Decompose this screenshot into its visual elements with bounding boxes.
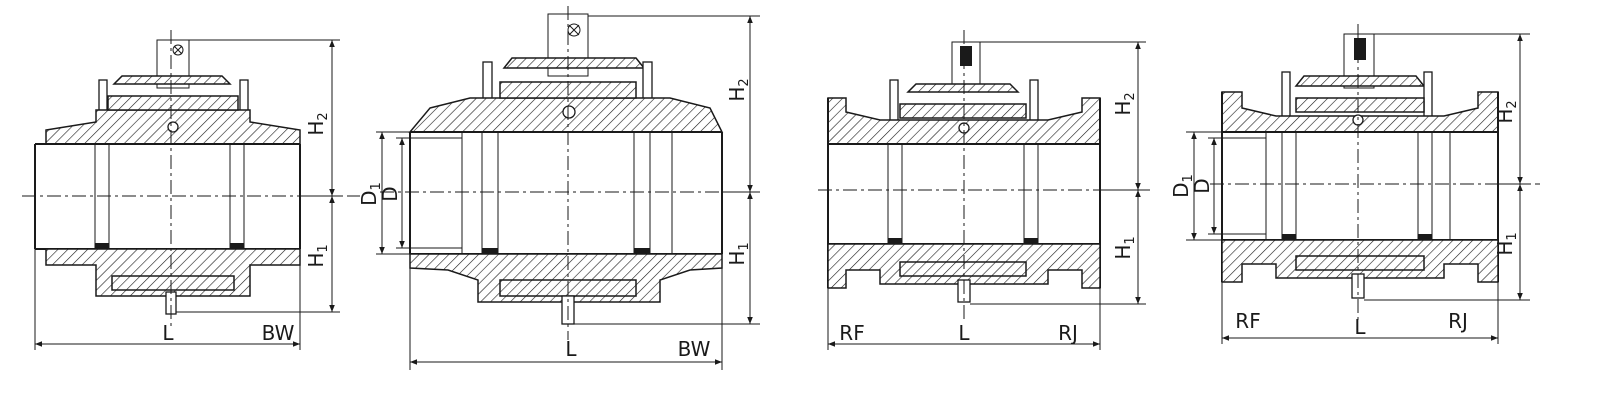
dim-l-label: L <box>958 321 970 345</box>
end-type-rj-label: RJ <box>1058 321 1078 345</box>
seat-ring-icon <box>1281 131 1433 241</box>
dim-h2-label: H2 <box>1111 92 1138 115</box>
view-butt-weld-reduced-bore: H2 H1 L BW <box>22 30 360 350</box>
view-flanged-reduced-bore: H2 H1 L RF RJ <box>818 30 1150 350</box>
dim-d-label: D <box>1190 178 1214 193</box>
dim-d1-label: D1 <box>1169 174 1196 198</box>
end-type-label: BW <box>262 321 295 345</box>
end-type-rj-label: RJ <box>1448 309 1468 333</box>
stem-key-icon <box>172 44 184 56</box>
dim-h2-label: H2 <box>1493 100 1520 123</box>
dim-d-label: D <box>378 186 402 201</box>
end-type-rf-label: RF <box>839 321 864 345</box>
seat-ring-icon <box>481 131 651 255</box>
gland-flange-icon <box>906 83 1020 93</box>
end-type-label: BW <box>678 337 711 361</box>
dim-h2-label: H2 <box>304 112 331 135</box>
dim-h1-label: H1 <box>725 242 752 265</box>
dim-l-label: L <box>1354 315 1366 339</box>
lower-trunnion-icon <box>111 275 235 291</box>
dim-l-label: L <box>565 337 577 361</box>
gland-flange-icon <box>112 75 232 85</box>
dim-h2-label: H2 <box>725 78 752 101</box>
stem-icon <box>1343 33 1375 89</box>
view-butt-weld-full-bore: H2 H1 D1 D L BW <box>357 6 760 370</box>
bonnet-icon <box>107 95 239 111</box>
dim-h1-label: H1 <box>304 244 331 267</box>
stem-icon <box>156 39 190 89</box>
dim-d1-label: D1 <box>357 182 384 206</box>
dim-h1-label: H1 <box>1493 232 1520 255</box>
bonnet-icon <box>899 103 1027 119</box>
view-flanged-full-bore: H2 H1 D1 D L RF RJ <box>1169 24 1540 344</box>
bonnet-icon <box>1295 97 1425 113</box>
dim-l-label: L <box>162 321 174 345</box>
lower-trunnion-icon <box>1295 255 1425 271</box>
dim-h1-label: H1 <box>1111 236 1138 259</box>
gland-flange-icon <box>1294 75 1426 87</box>
gland-flange-icon <box>502 57 646 69</box>
lower-trunnion-icon <box>899 261 1027 277</box>
seat-ring-icon <box>887 143 1039 245</box>
end-type-rf-label: RF <box>1235 309 1260 333</box>
